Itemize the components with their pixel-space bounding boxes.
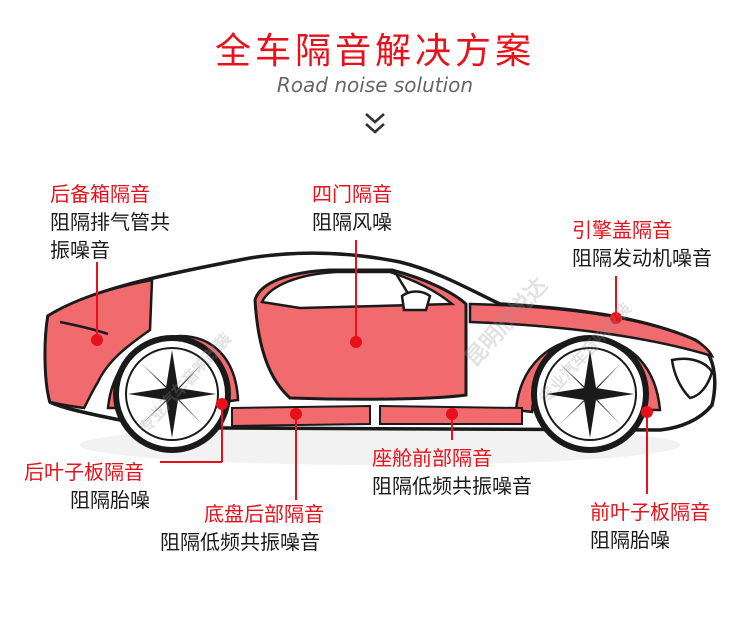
label-front-fender-desc: 阻隔胎噪	[590, 528, 670, 552]
label-rear-underbody-title: 底盘后部隔音	[204, 502, 324, 526]
page-title: 全车隔音解决方案	[214, 31, 535, 72]
hood-zone	[468, 302, 715, 359]
label-trunk-desc-1: 阻隔排气管共	[50, 210, 170, 234]
rear-wheel	[113, 335, 231, 453]
label-front-fender: 前叶子板隔音 阻隔胎噪	[590, 498, 710, 554]
label-front-cabin-desc: 阻隔低频共振噪音	[372, 474, 532, 498]
label-hood-title: 引擎盖隔音	[572, 218, 672, 242]
label-rear-underbody: 底盘后部隔音 阻隔低频共振噪音	[160, 500, 324, 556]
double-chevron-down-icon	[365, 113, 385, 134]
label-hood-desc: 阻隔发动机噪音	[572, 246, 712, 270]
label-doors-desc: 阻隔风噪	[312, 210, 392, 234]
page-subtitle: Road noise solution	[276, 73, 474, 97]
label-doors-title: 四门隔音	[312, 182, 392, 206]
ground-shadow	[80, 425, 680, 465]
label-front-fender-title: 前叶子板隔音	[590, 500, 710, 524]
label-hood: 引擎盖隔音 阻隔发动机噪音	[572, 216, 712, 272]
label-rear-fender-title: 后叶子板隔音	[24, 460, 144, 484]
label-rear-fender: 后叶子板隔音 阻隔胎噪	[24, 458, 150, 514]
label-rear-underbody-desc: 阻隔低频共振噪音	[160, 530, 320, 554]
label-trunk-title: 后备箱隔音	[50, 182, 150, 206]
label-doors: 四门隔音 阻隔风噪	[312, 180, 392, 236]
label-front-cabin: 座舱前部隔音 阻隔低频共振噪音	[372, 444, 532, 500]
front-wheel	[531, 335, 649, 453]
label-trunk-desc-2: 振噪音	[50, 238, 110, 262]
label-trunk: 后备箱隔音 阻隔排气管共 振噪音	[50, 180, 170, 264]
label-front-cabin-title: 座舱前部隔音	[372, 446, 492, 470]
label-rear-fender-desc: 阻隔胎噪	[70, 488, 150, 512]
